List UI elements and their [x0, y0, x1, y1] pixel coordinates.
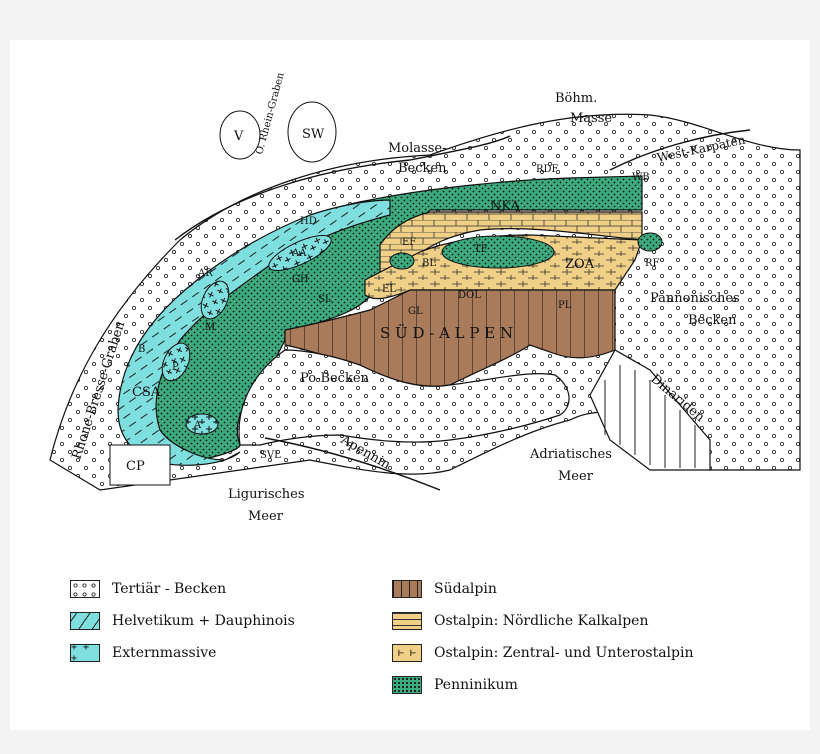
label-meer1: Meer [248, 509, 284, 524]
label-svl: SVL [260, 450, 281, 461]
legend-item-externmassive: + + + Externmassive [70, 642, 216, 664]
label-sw: SW [302, 127, 325, 142]
legend-label-penninikum: Penninikum [434, 677, 518, 693]
alpine-front-thrust [174, 135, 511, 241]
legend-swatch-nka [392, 612, 422, 630]
label-po-becken: Po-Becken [300, 371, 370, 386]
label-gh: GH [292, 274, 309, 285]
legend-label-nka: Ostalpin: Nördliche Kalkalpen [434, 613, 649, 629]
label-b: B [138, 344, 145, 355]
label-masse: Masse [570, 111, 612, 126]
label-becken1: Becken [398, 161, 447, 176]
label-p: P [172, 362, 179, 373]
legend-swatch-helvetikum [70, 612, 100, 630]
legend-item-suedalpin: Südalpin [392, 578, 497, 600]
label-o-rhein: O. Rhein-Graben [254, 71, 287, 156]
tauern-window [441, 235, 555, 269]
label-tf: TF [474, 244, 488, 255]
label-gl: GL [408, 306, 423, 317]
label-cp: CP [126, 459, 145, 474]
legend-label-suedalpin: Südalpin [434, 581, 497, 597]
legend-item-nka: Ostalpin: Nördliche Kalkalpen [392, 610, 648, 632]
label-becken2: Becken [688, 313, 737, 328]
legend-label-helvetikum: Helvetikum + Dauphinois [112, 613, 295, 629]
engadin-window [389, 252, 415, 270]
legend-swatch-zoa: ⊢ ⊢ [392, 644, 422, 662]
label-wb: WB [632, 172, 650, 183]
cp-box [109, 444, 171, 486]
map-canvas: Böhm. Masse Molasse- Becken West-Karpate… [10, 40, 810, 730]
label-m: M [205, 322, 215, 333]
apennin-front [264, 437, 441, 491]
po-becken [238, 349, 570, 446]
rechnitz-window [637, 232, 663, 252]
label-boehm: Böhm. [555, 91, 597, 106]
label-molasse: Molasse- [388, 141, 446, 156]
label-ligurisches: Ligurisches [228, 487, 305, 502]
label-hd: HD [300, 216, 317, 227]
massif-aa [268, 235, 332, 271]
label-sl: SL [318, 294, 332, 305]
label-rf: RF [645, 258, 660, 269]
label-nka: NKA [490, 199, 521, 214]
legend-item-penninikum: Penninikum [392, 674, 518, 696]
label-aa: AA [291, 248, 307, 259]
label-rdf: RDF [536, 164, 559, 175]
label-suedalpen: S Ü D - A L P E N [380, 324, 513, 342]
label-a: A [193, 420, 202, 431]
legend-label-externmassive: Externmassive [112, 645, 217, 661]
karpaten-front [609, 129, 751, 171]
legend-label-zoa: Ostalpin: Zentral- und Unterostalpin [434, 645, 694, 661]
legend-swatch-penninikum [392, 676, 422, 694]
legend-item-zoa: ⊢ ⊢ Ostalpin: Zentral- und Unterostalpin [392, 642, 693, 664]
legend-item-helvetikum: Helvetikum + Dauphinois [70, 610, 295, 632]
label-pannonisches: Pannonisches [650, 291, 740, 306]
label-bl: BL [422, 258, 436, 269]
label-v: V [233, 129, 244, 144]
geological-map: Böhm. Masse Molasse- Becken West-Karpate… [49, 71, 801, 524]
legend-label-tertiaer: Tertiär - Becken [112, 581, 227, 597]
label-pl: PL [558, 300, 572, 311]
label-zoa: ZOA [565, 257, 595, 272]
legend-item-tertiaer: Tertiär - Becken [70, 578, 226, 600]
label-ef: EF [402, 237, 416, 248]
label-csa: CSA [132, 385, 161, 400]
dinariden-hatch [604, 365, 696, 468]
massif-m [200, 280, 230, 320]
helvetikum-area [117, 199, 391, 466]
massif-p [161, 342, 191, 382]
label-dol: DOL [458, 290, 481, 301]
massif-v [219, 110, 261, 160]
massif-sw [287, 101, 337, 163]
legend-swatch-tertiaer [70, 580, 100, 598]
label-ar: AR [197, 268, 213, 279]
label-adriatisches: Adriatisches [529, 447, 612, 462]
massif-a [185, 413, 219, 435]
legend-swatch-suedalpin [392, 580, 422, 598]
label-meer2: Meer [558, 469, 594, 484]
legend-swatch-externmassive: + + + [70, 642, 100, 664]
label-el: EL [382, 284, 396, 295]
